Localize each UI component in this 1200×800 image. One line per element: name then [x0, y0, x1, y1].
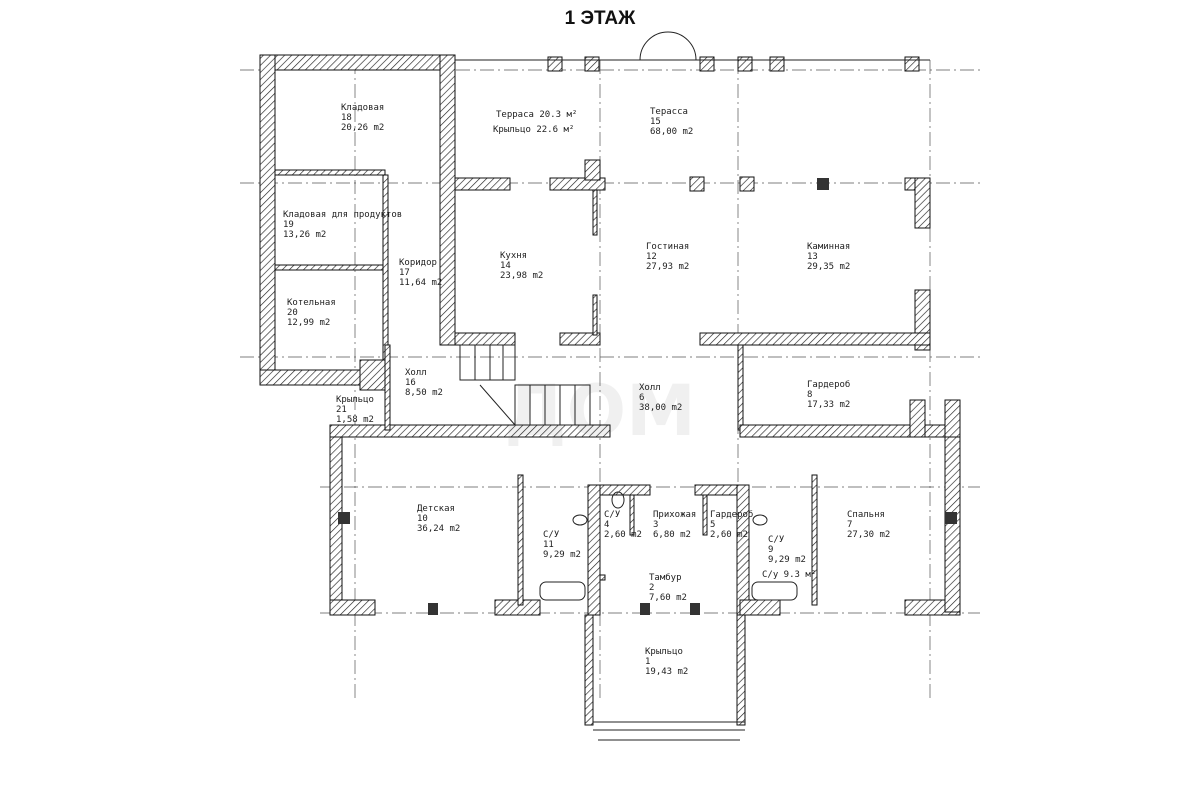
room-name: Котельная	[287, 298, 336, 308]
room-number: 10	[417, 514, 428, 524]
room-number: 16	[405, 378, 416, 388]
room-number: 6	[639, 393, 645, 403]
room-name: Кладовая	[341, 103, 385, 113]
room-number: 19	[283, 220, 294, 230]
room-name: Детская	[417, 504, 455, 514]
room-name: Гардероб	[807, 380, 851, 390]
room-number: 11	[543, 540, 554, 550]
room-name: Холл	[639, 383, 661, 393]
bath-note: С/у 9.3 м²	[762, 570, 817, 580]
room-name: С/У	[604, 510, 621, 520]
room-number: 2	[649, 583, 655, 593]
columns	[547, 56, 920, 192]
room-area: 29,35 m2	[807, 262, 851, 272]
room-number: 12	[646, 252, 657, 262]
room-area: 38,00 m2	[639, 403, 683, 413]
room-name: Крыльцо	[336, 395, 374, 405]
room-number: 7	[847, 520, 853, 530]
thin-lines	[455, 31, 930, 741]
room-area: 7,60 m2	[649, 593, 687, 603]
room-name: Холл	[405, 368, 427, 378]
room-number: 15	[650, 117, 661, 127]
dark-columns	[338, 178, 957, 615]
room-area: 36,24 m2	[417, 524, 461, 534]
room-area: 12,99 m2	[287, 318, 331, 328]
room-number: 14	[500, 261, 511, 271]
room-name: Каминная	[807, 242, 851, 252]
room-number: 20	[287, 308, 298, 318]
room-name: Кухня	[500, 251, 528, 261]
room-name: Спальня	[847, 510, 885, 520]
room-number: 4	[604, 520, 610, 530]
room-name: С/У	[768, 535, 785, 545]
room-area: 2,60 m2	[710, 530, 748, 540]
room-number: 13	[807, 252, 818, 262]
room-number: 1	[645, 657, 651, 667]
floor-title: 1 ЭТАЖ	[564, 8, 636, 29]
room-name: Гардероб	[710, 510, 754, 520]
room-area: 2,60 m2	[604, 530, 642, 540]
room-area: 8,50 m2	[405, 388, 443, 398]
room-name: С/У	[543, 530, 560, 540]
room-name: Коридор	[399, 258, 437, 268]
room-area: 6,80 m2	[653, 530, 691, 540]
room-area: 27,30 m2	[847, 530, 891, 540]
room-number: 3	[653, 520, 659, 530]
room-name: Терасса	[650, 107, 688, 117]
room-area: 19,43 m2	[645, 667, 689, 677]
room-name: Гостиная	[646, 242, 690, 252]
room-number: 21	[336, 405, 347, 415]
room-area: 68,00 m2	[650, 127, 694, 137]
room-area: 20,26 m2	[341, 123, 385, 133]
porch-note: Крыльцо 22.6 м²	[493, 125, 575, 135]
room-area: 9,29 m2	[768, 555, 806, 565]
room-area: 11,64 m2	[399, 278, 443, 288]
room-area: 17,33 m2	[807, 400, 851, 410]
watermark: ДОМ	[504, 370, 696, 452]
room-area: 23,98 m2	[500, 271, 544, 281]
room-name: Крыльцо	[645, 647, 683, 657]
room-number: 18	[341, 113, 352, 123]
room-name: Прихожая	[653, 510, 697, 520]
room-name: Тамбур	[649, 573, 682, 583]
room-area: 1,58 m2	[336, 415, 374, 425]
room-area: 27,93 m2	[646, 262, 690, 272]
room-area: 13,26 m2	[283, 230, 327, 240]
room-number: 5	[710, 520, 716, 530]
terrace-note: Терраса 20.3 м²	[496, 110, 578, 120]
room-number: 9	[768, 545, 774, 555]
room-name: Кладовая для продуктов	[283, 210, 403, 220]
room-area: 9,29 m2	[543, 550, 581, 560]
room-number: 17	[399, 268, 410, 278]
room-number: 8	[807, 390, 813, 400]
walls	[259, 54, 961, 726]
